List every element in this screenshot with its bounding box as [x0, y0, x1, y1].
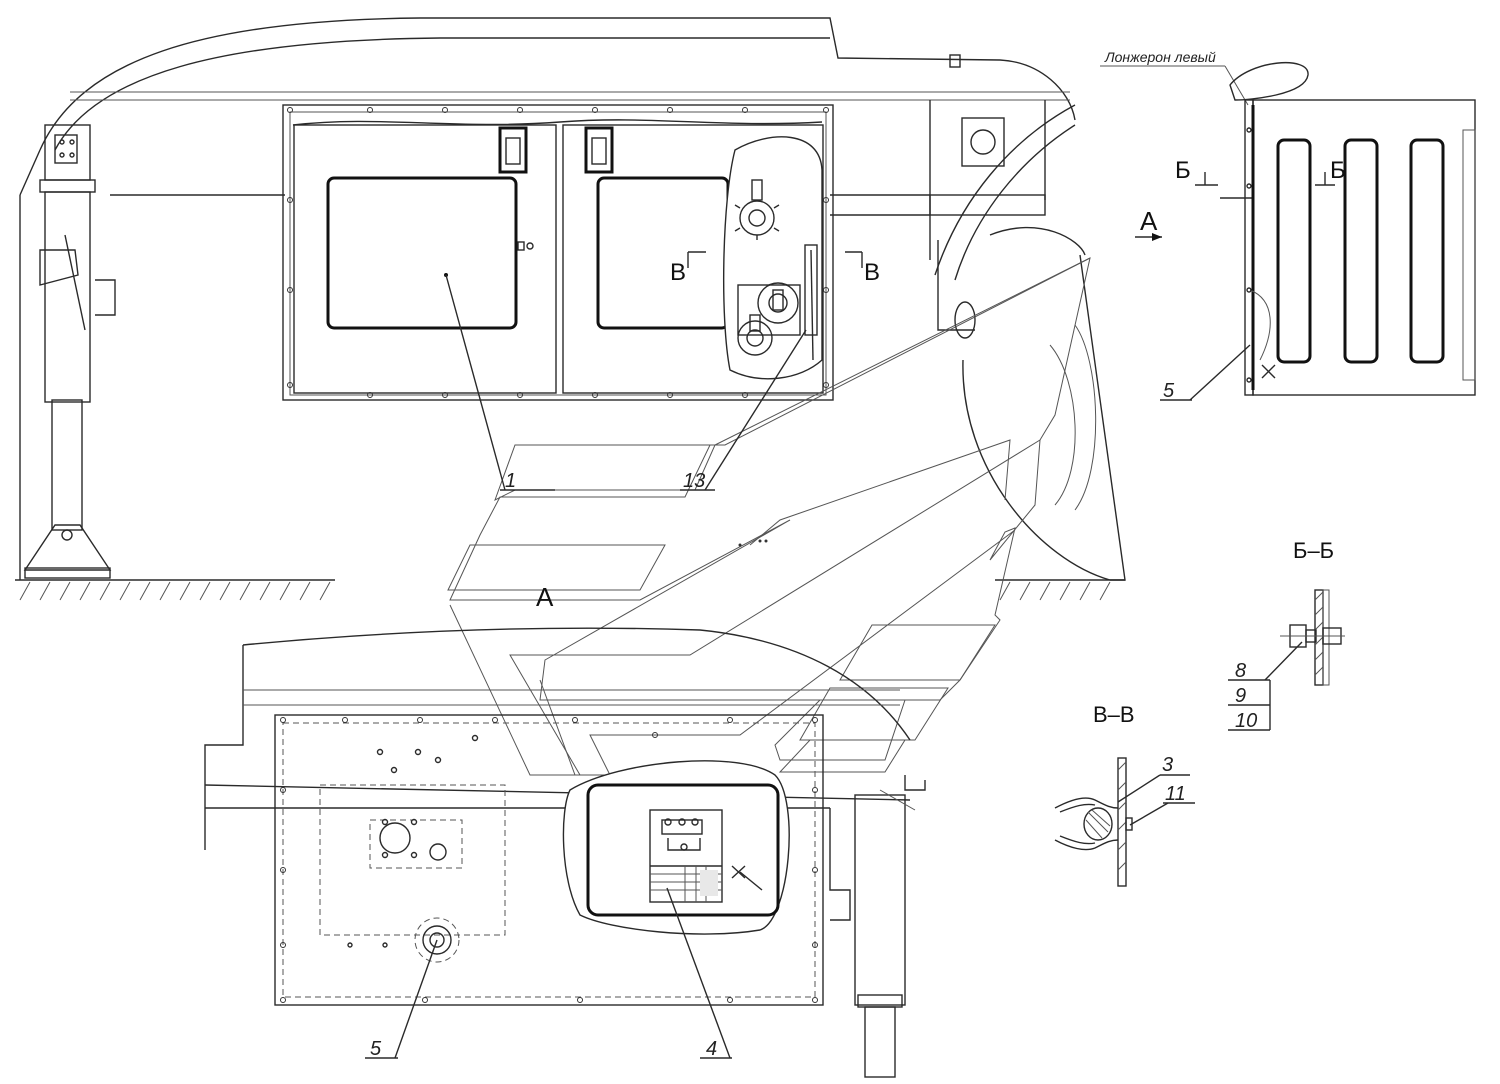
section-b-mark-right: Б — [1330, 157, 1346, 184]
section-b-mark-left: Б — [1175, 157, 1191, 184]
label-plate — [649, 809, 723, 903]
section-b: Б–Б 8 9 10 — [1228, 538, 1345, 732]
ground-left — [15, 579, 335, 601]
section-v-mark-left: В — [670, 259, 686, 286]
callout-1: 1 — [505, 470, 516, 492]
callout-4: 4 — [706, 1038, 717, 1060]
left-door-handle — [498, 126, 528, 174]
left-door — [293, 124, 557, 394]
label-plate-frame — [586, 783, 780, 917]
wheel-fender — [929, 104, 1126, 601]
valve-upper — [734, 179, 780, 240]
box-screws — [287, 107, 829, 398]
left-door-window — [326, 176, 518, 330]
section-b-title: Б–Б — [1293, 538, 1334, 563]
callout-5-top: 5 — [1163, 380, 1175, 402]
main-side-view: В В — [15, 17, 1126, 601]
bottom-screws — [280, 717, 818, 1003]
callouts-top: 1 13 А — [445, 274, 807, 612]
bottom-box — [274, 714, 824, 1006]
callout-5-bottom: 5 — [370, 1038, 382, 1060]
view-a: Лонжерон левый Б Б А 5 — [1100, 49, 1476, 402]
view-a-label: А — [536, 582, 554, 612]
spar-label: Лонжерон левый — [1104, 49, 1216, 65]
bottom-view: 5 4 — [204, 627, 926, 1078]
section-v: В–В 3 11 — [1054, 702, 1195, 887]
view-a-arrow-label: А — [1140, 206, 1158, 236]
callout-13: 13 — [683, 470, 705, 492]
callout-11: 11 — [1165, 783, 1186, 805]
section-v-mark-right: В — [864, 259, 880, 286]
callout-8: 8 — [1235, 660, 1246, 682]
callout-3: 3 — [1162, 754, 1173, 776]
right-door-handle — [584, 126, 614, 174]
slot-1 — [1276, 138, 1312, 364]
right-door — [562, 124, 824, 394]
tool-box: В В — [282, 104, 880, 401]
slot-3 — [1409, 138, 1445, 364]
section-v-title: В–В — [1093, 702, 1135, 727]
callout-9: 9 — [1235, 685, 1246, 707]
right-door-window — [596, 176, 730, 330]
support-leg — [23, 124, 116, 579]
valve-lower — [737, 282, 799, 356]
callout-10: 10 — [1235, 710, 1257, 732]
slot-2 — [1343, 138, 1379, 364]
